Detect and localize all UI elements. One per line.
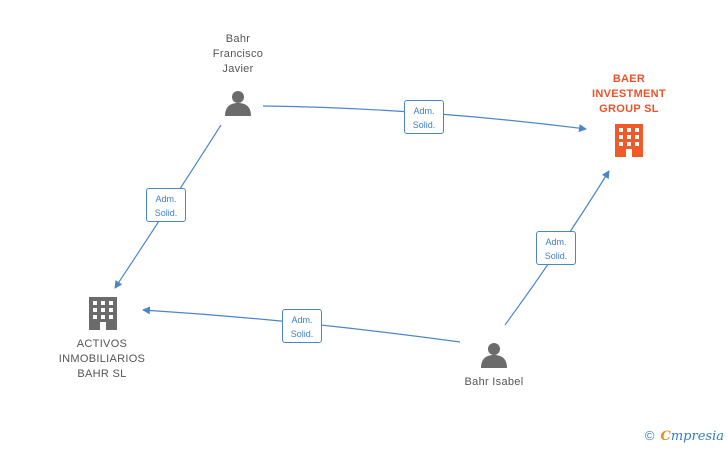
node-label-activos-inmobiliarios[interactable]: ACTIVOS INMOBILIARIOS BAHR SL bbox=[58, 338, 146, 380]
edge-label-adm-solid: Adm. Solid. bbox=[146, 188, 186, 222]
edge-label-line1: Adm. bbox=[545, 237, 567, 247]
copyright-symbol: © bbox=[644, 428, 655, 443]
edge-label-line2: Solid. bbox=[154, 208, 178, 218]
edge-label-adm-solid: Adm. Solid. bbox=[404, 100, 444, 134]
edge-label-line1: Adm. bbox=[155, 194, 177, 204]
brand-initial: C bbox=[660, 429, 671, 444]
edge-label-line2: Solid. bbox=[290, 329, 314, 339]
edge-label-line1: Adm. bbox=[291, 315, 313, 325]
building-icon[interactable] bbox=[615, 124, 643, 157]
edge-label-adm-solid: Adm. Solid. bbox=[536, 231, 576, 265]
brand-name: mpresia bbox=[670, 429, 724, 444]
empresia-brand: © Cmpresia bbox=[645, 428, 724, 444]
node-label-baer-investment-group[interactable]: BAER INVESTMENT GROUP SL bbox=[592, 73, 666, 115]
edge-label-line1: Adm. bbox=[413, 106, 435, 116]
edge-label-line2: Solid. bbox=[544, 251, 568, 261]
edge-label-line2: Solid. bbox=[412, 120, 436, 130]
building-icon[interactable] bbox=[89, 297, 117, 330]
node-label-bahr-isabel[interactable]: Bahr Isabel bbox=[464, 376, 524, 388]
person-icon[interactable] bbox=[225, 91, 251, 116]
edge-label-adm-solid: Adm. Solid. bbox=[282, 309, 322, 343]
person-icon[interactable] bbox=[481, 343, 507, 368]
node-label-bahr-francisco-javier[interactable]: Bahr Francisco Javier bbox=[212, 33, 264, 75]
